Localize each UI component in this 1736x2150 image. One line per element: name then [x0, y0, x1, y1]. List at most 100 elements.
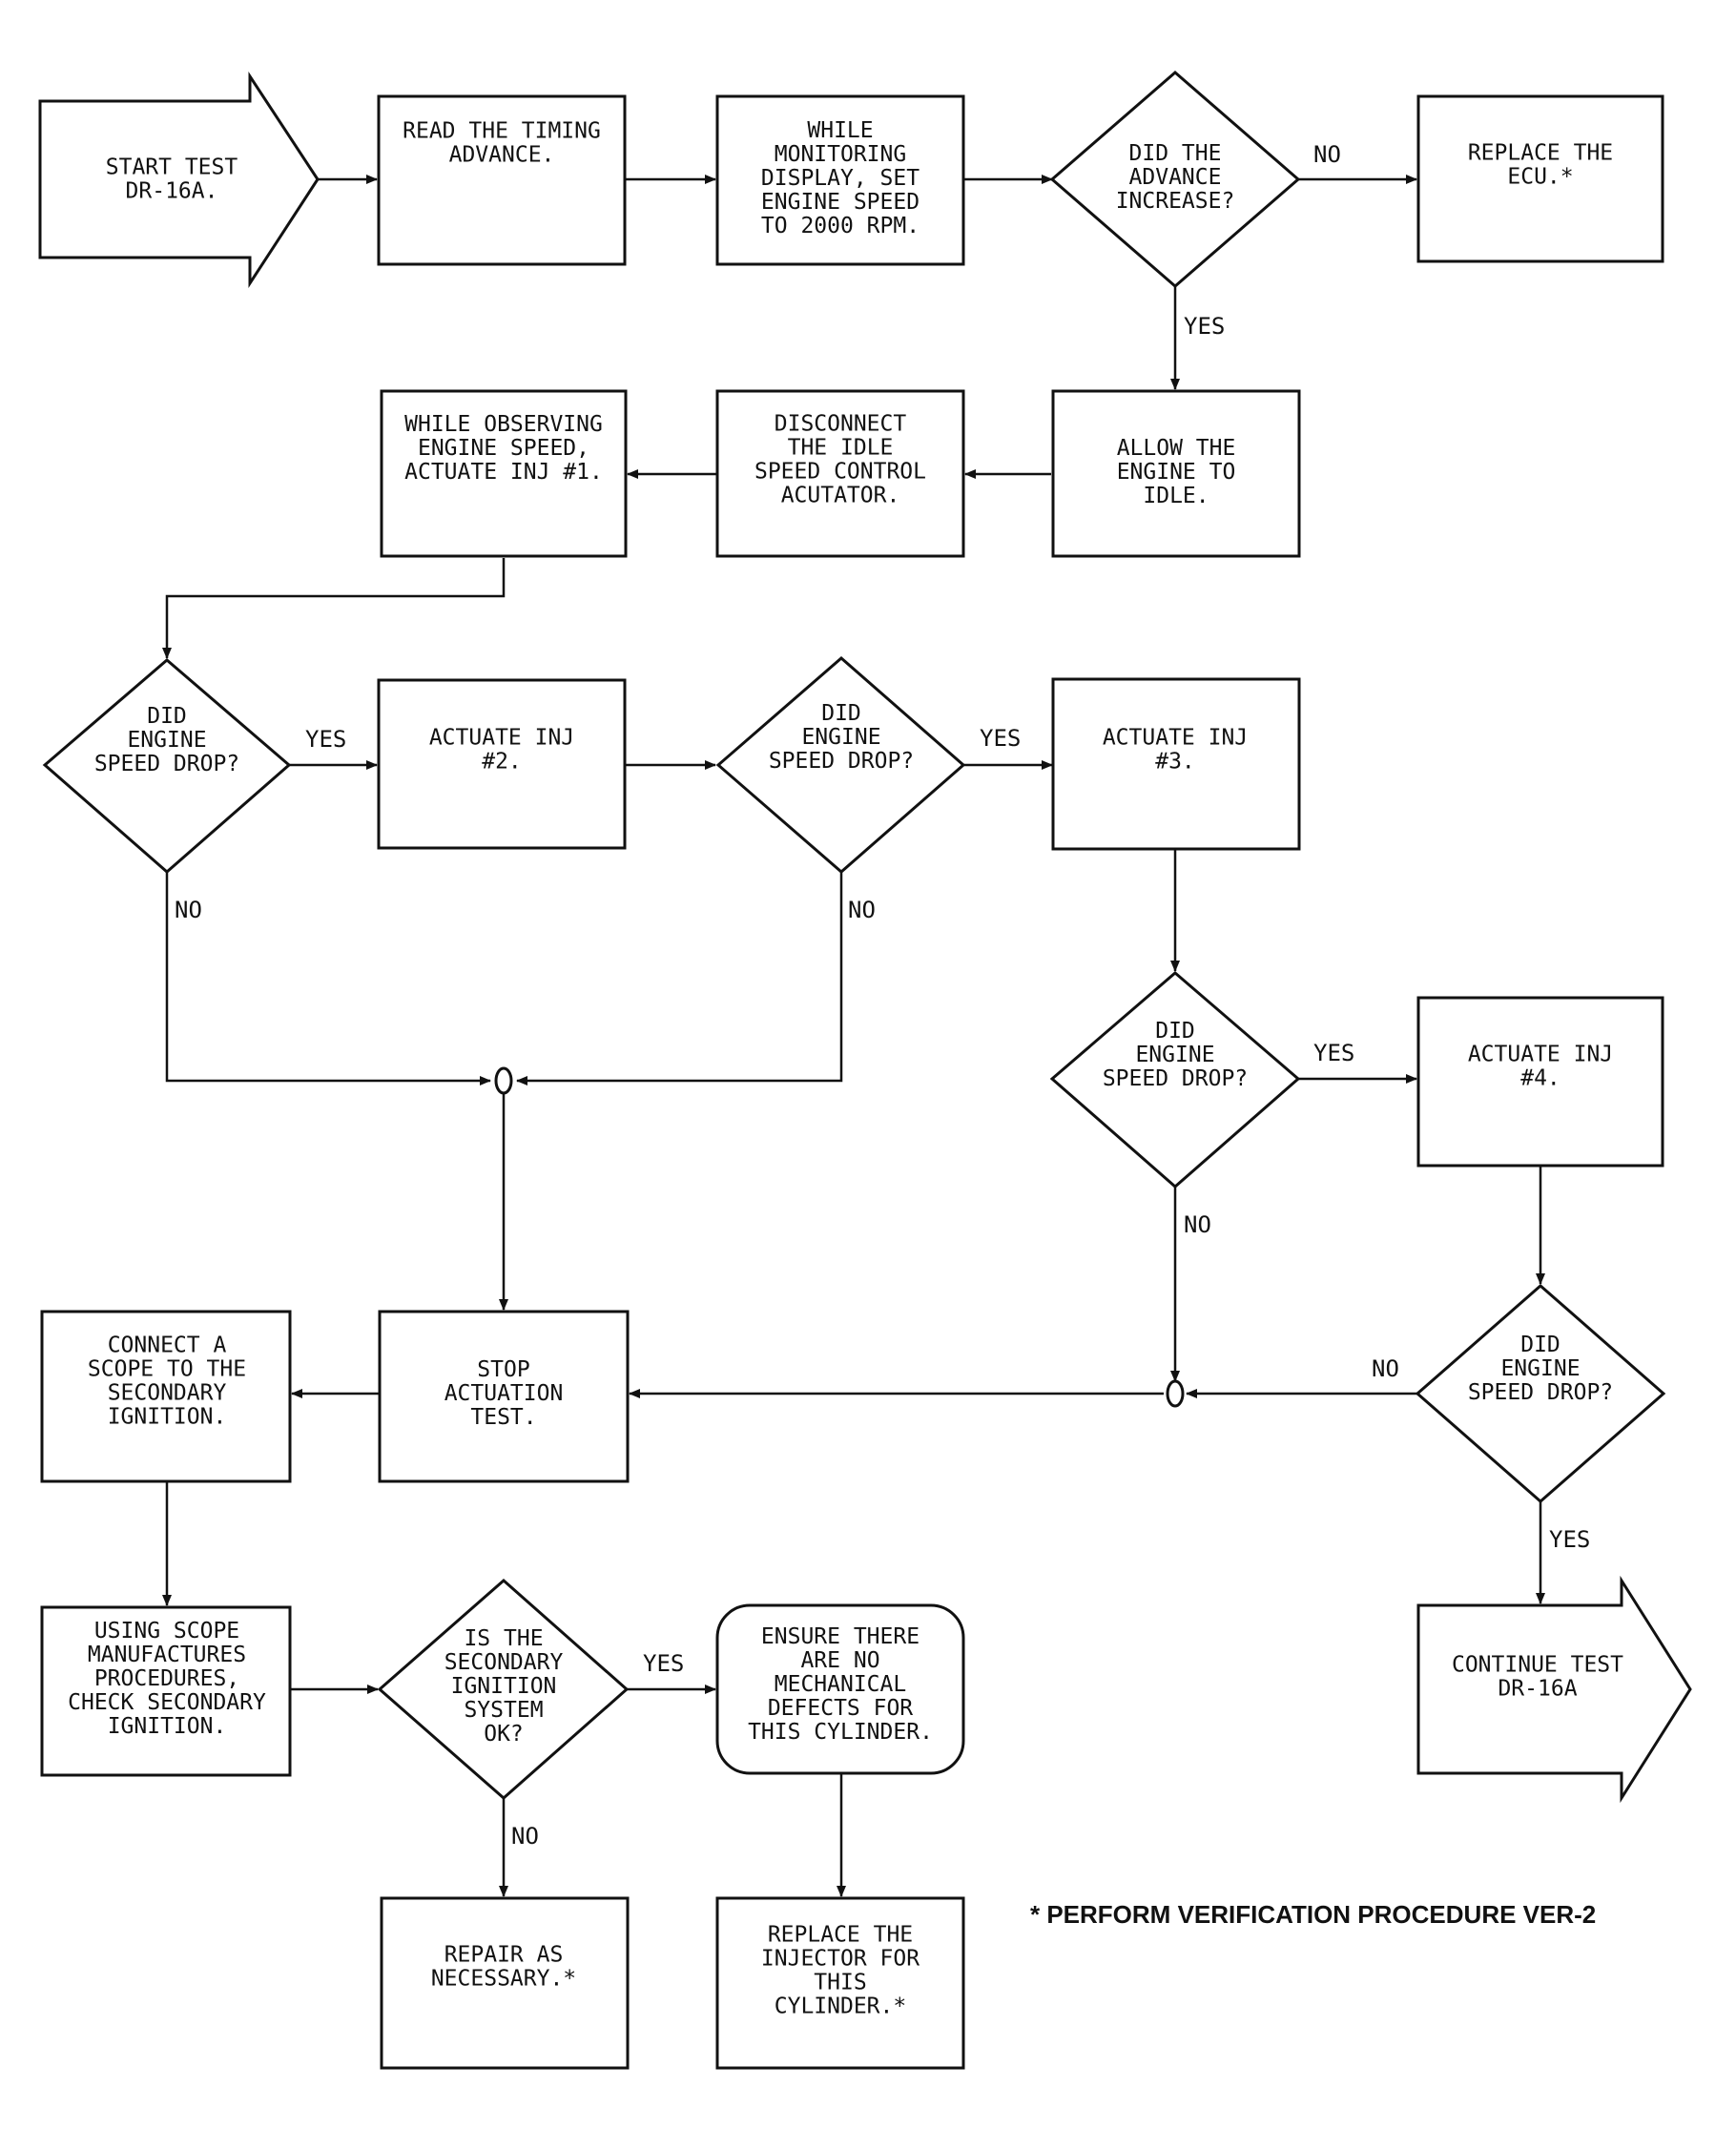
edge-drop1-no [165, 872, 491, 1085]
node-text-line: DISCONNECT [775, 411, 907, 436]
node-text-line: REPLACE THE [768, 1922, 913, 1947]
junction-connector [1166, 1379, 1185, 1408]
node-text-line: ADVANCE [1129, 165, 1222, 190]
node-text-line: ENGINE [801, 725, 880, 750]
node-text-line: ENGINE [1135, 1043, 1214, 1067]
edge-label-ignition-yes: YES [643, 1650, 684, 1677]
node-text-line: THIS CYLINDER. [748, 1720, 933, 1745]
node-text-line: MANUFACTURES [88, 1643, 246, 1667]
node-text-line: DR-16A [1498, 1676, 1577, 1701]
node-text-line: #4. [1520, 1065, 1560, 1090]
node-text-line: CYLINDER.* [775, 1994, 906, 2018]
edge-label-advance-no: NO [1313, 141, 1341, 168]
node-text-line: IGNITION. [108, 1404, 227, 1429]
node-text-line: SYSTEM [464, 1698, 543, 1723]
actuate-inj2-label: ACTUATE INJ#2. [429, 725, 574, 774]
node-text-line: IGNITION. [108, 1714, 227, 1739]
node-text-line: ENGINE SPEED [761, 190, 920, 215]
node-text-line: THIS [814, 1970, 866, 1995]
node-text-line: ACTUATE INJ [1103, 725, 1248, 750]
edge-label-drop1-no: NO [175, 897, 202, 923]
node-text-line: SPEED DROP? [1468, 1380, 1613, 1405]
actuate-inj3-box: ACTUATE INJ#3. [1051, 677, 1301, 851]
node-text-line: SPEED DROP? [769, 749, 914, 774]
node-text-line: CHECK SECONDARY [68, 1690, 266, 1715]
node-text-line: SPEED DROP? [94, 752, 239, 776]
node-text-line: DR-16A. [126, 178, 218, 203]
actuate-inj4-box: ACTUATE INJ#4. [1416, 996, 1664, 1168]
node-text-line: DID [821, 701, 861, 726]
footnote: * PERFORM VERIFICATION PROCEDURE VER-2 [1030, 1900, 1596, 1929]
node-text-line: DID [1520, 1333, 1560, 1357]
node-text-line: ADVANCE. [449, 142, 555, 167]
node-text-line: ENGINE [127, 728, 206, 753]
node-text-line: SECONDARY [108, 1380, 227, 1405]
edge-label-drop1-yes: YES [305, 726, 346, 753]
edge-observe-to-drop1 [162, 558, 506, 659]
node-text-line: IS THE [464, 1626, 543, 1651]
node-text-line: DISPLAY, SET [761, 166, 920, 191]
edge-drop2-no [516, 872, 843, 1085]
node-text-line: ALLOW THE [1117, 436, 1236, 461]
node-text-line: ENGINE [1500, 1356, 1580, 1381]
node-text-line: PROCEDURES, [94, 1666, 239, 1691]
node-text-line: WHILE OBSERVING [404, 412, 603, 437]
node-text-line: TO 2000 RPM. [761, 214, 920, 238]
node-text-line: READ THE TIMING [403, 118, 601, 143]
node-text-line: ACTUATION [444, 1381, 564, 1406]
node-text-line: REPAIR AS [444, 1942, 564, 1967]
node-text-line: ACTUATE INJ #1. [404, 460, 603, 485]
node-text-line: SECONDARY [444, 1650, 564, 1675]
node-text-line: REPLACE THE [1468, 140, 1613, 165]
node-text-line: STOP [477, 1357, 529, 1382]
edge-label-drop2-yes: YES [980, 725, 1021, 752]
node-text-line: TEST. [470, 1405, 536, 1430]
edge-label-advance-yes: YES [1184, 313, 1225, 340]
node-text-line: DID THE [1129, 141, 1222, 166]
node-text-line: THE IDLE [788, 435, 894, 460]
actuate-inj3-label: ACTUATE INJ#3. [1103, 725, 1248, 774]
edge-label-drop3-no: NO [1184, 1211, 1211, 1238]
connectors [162, 175, 1545, 1897]
edge-label-drop4-no: NO [1372, 1355, 1399, 1382]
node-text-line: USING SCOPE [94, 1619, 239, 1644]
node-text-line: CONTINUE TEST [1452, 1652, 1623, 1677]
node-text-line: INJECTOR FOR [761, 1946, 920, 1971]
node-text-line: OK? [484, 1722, 524, 1747]
node-text-line: START TEST [106, 155, 238, 179]
node-text-line: SPEED CONTROL [754, 459, 926, 484]
node-text-line: IDLE. [1143, 484, 1209, 508]
node-text-line: ENGINE TO [1117, 460, 1236, 485]
node-text-line: DEFECTS FOR [768, 1696, 913, 1721]
